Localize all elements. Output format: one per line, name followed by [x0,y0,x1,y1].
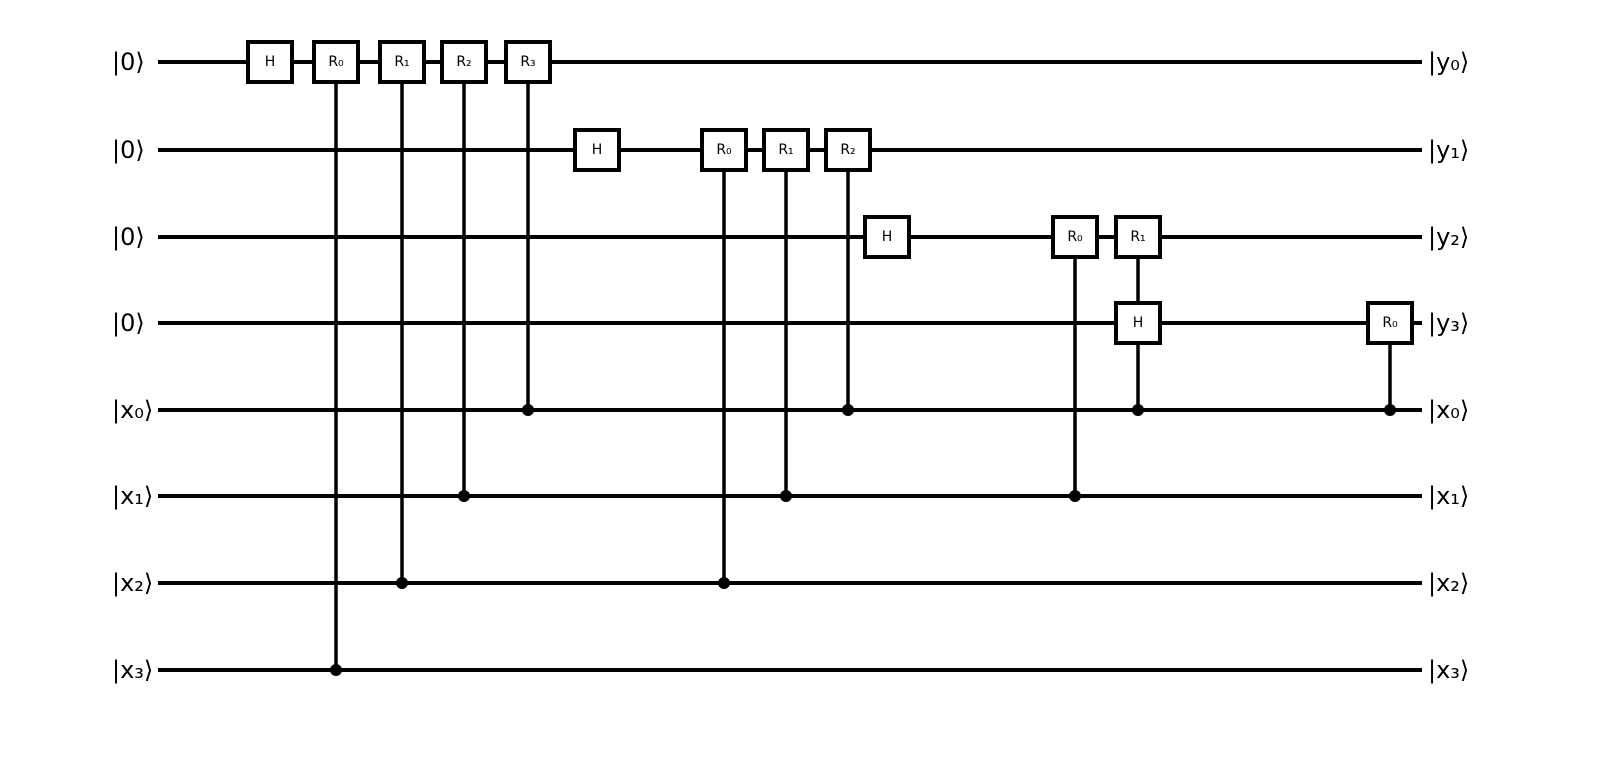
gate-rotation: R₁ [762,128,810,172]
gate-label: R₁ [1130,229,1145,245]
gate-label: R₀ [1067,229,1083,245]
input-label: |0⟩ [112,136,145,164]
input-label: |x₂⟩ [112,569,153,597]
control-dot [718,577,730,589]
output-label: |x₂⟩ [1428,569,1469,597]
gate-rotation: R₀ [1051,215,1099,259]
gate-hadamard: H [863,215,911,259]
gate-label: R₃ [520,54,535,70]
gate-box [1051,215,1099,259]
gate-box [573,128,621,172]
output-label: |y₃⟩ [1428,309,1469,337]
gate-label: R₀ [1382,315,1398,331]
gate-box [762,128,810,172]
gate-box [378,40,426,84]
gate-box [863,215,911,259]
input-label: |0⟩ [112,309,145,337]
control-dot [1384,404,1396,416]
input-label: |0⟩ [112,223,145,251]
gate-rotation: R₀ [700,128,748,172]
qubit-labels: |0⟩ |y₀⟩ |0⟩ |y₁⟩ |0⟩ |y₂⟩ |0⟩ |y₃⟩ |x₀⟩ |x₀⟩ |x₁⟩… [112,48,1469,684]
control-dot [842,404,854,416]
gate-box [1114,215,1162,259]
input-label: |x₃⟩ [112,656,153,684]
output-label: |x₃⟩ [1428,656,1469,684]
gate-hadamard: H [573,128,621,172]
control-dot [330,664,342,676]
gates: H R₀ R₁ R₂ R₃ H R₀ R₁ R₂ H R₀ R₁ H R₀ [246,40,1414,345]
gate-label: R₂ [840,142,855,158]
gate-rotation: R₁ [1114,215,1162,259]
gate-label: R₁ [778,142,793,158]
gate-box [1366,301,1414,345]
output-label: |y₂⟩ [1428,223,1469,251]
gate-label: R₂ [456,54,471,70]
control-dot [780,490,792,502]
gate-label: R₀ [716,142,732,158]
gate-label: H [1133,315,1144,331]
gate-rotation: R₀ [312,40,360,84]
input-label: |x₁⟩ [112,482,153,510]
gate-box [1114,301,1162,345]
control-dot [1132,404,1144,416]
gate-label: H [882,229,893,245]
output-label: |x₁⟩ [1428,482,1469,510]
gate-box [246,40,294,84]
output-label: |y₁⟩ [1428,136,1469,164]
input-label: |x₀⟩ [112,396,153,424]
gate-label: H [265,54,276,70]
gate-box [700,128,748,172]
gate-box [824,128,872,172]
output-label: |y₀⟩ [1428,48,1469,76]
control-lines [330,62,1396,676]
output-label: |x₀⟩ [1428,396,1469,424]
gate-hadamard: H [246,40,294,84]
gate-hadamard: H [1114,301,1162,345]
gate-box [504,40,552,84]
gate-rotation: R₂ [440,40,488,84]
gate-label: H [592,142,603,158]
control-dot [522,404,534,416]
gate-rotation: R₁ [378,40,426,84]
gate-rotation: R₃ [504,40,552,84]
gate-label: R₁ [394,54,409,70]
gate-box [440,40,488,84]
gate-rotation: R₀ [1366,301,1414,345]
control-dot [1069,490,1081,502]
control-dot [458,490,470,502]
control-dot [396,577,408,589]
input-label: |0⟩ [112,48,145,76]
gate-box [312,40,360,84]
gate-rotation: R₂ [824,128,872,172]
gate-label: R₀ [328,54,344,70]
